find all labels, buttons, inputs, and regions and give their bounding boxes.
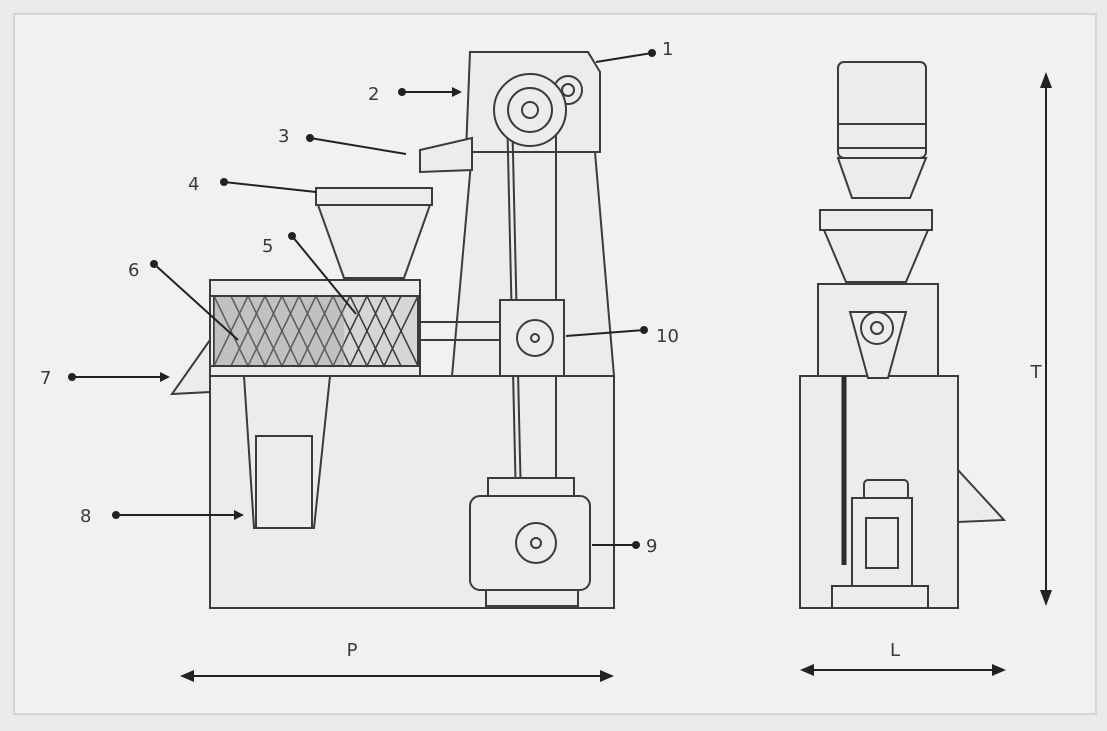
callout-9: 9 bbox=[592, 536, 657, 557]
callout-7-label: 7 bbox=[40, 368, 51, 389]
callout-6-label: 6 bbox=[128, 260, 139, 281]
callout-9-label: 9 bbox=[646, 536, 657, 557]
callout-2-label: 2 bbox=[368, 84, 379, 105]
callout-4-label: 4 bbox=[188, 174, 199, 195]
side-spout bbox=[957, 467, 1007, 524]
callout-10-label: 10 bbox=[656, 326, 679, 347]
motor bbox=[469, 477, 591, 607]
gearbox bbox=[499, 299, 565, 377]
callout-1: 1 bbox=[595, 39, 673, 63]
callout-8-label: 8 bbox=[80, 506, 91, 527]
callout-1-label: 1 bbox=[662, 39, 673, 60]
feed-chute bbox=[419, 136, 473, 174]
callout-5: 5 bbox=[262, 232, 357, 315]
dimension-p bbox=[180, 670, 614, 682]
callout-3: 3 bbox=[278, 126, 407, 155]
dimension-t bbox=[1040, 72, 1052, 606]
hopper bbox=[315, 187, 433, 279]
dimension-l bbox=[800, 664, 1006, 676]
outlet-spout bbox=[169, 336, 211, 396]
front-view bbox=[169, 51, 616, 609]
collection-trough bbox=[242, 375, 332, 529]
callout-5-label: 5 bbox=[262, 236, 273, 257]
side-view bbox=[799, 61, 1007, 609]
main-pulley bbox=[493, 73, 567, 147]
dimension-t-label: T bbox=[1030, 362, 1043, 383]
dimension-l-label: L bbox=[890, 640, 900, 661]
callout-10: 10 bbox=[565, 326, 679, 347]
callout-4: 4 bbox=[188, 174, 317, 195]
dimension-p-label: P bbox=[347, 640, 358, 661]
callout-2: 2 bbox=[368, 84, 462, 105]
callout-6: 6 bbox=[128, 260, 239, 341]
callout-7: 7 bbox=[40, 368, 170, 389]
callout-8: 8 bbox=[80, 506, 244, 527]
callout-3-label: 3 bbox=[278, 126, 289, 147]
